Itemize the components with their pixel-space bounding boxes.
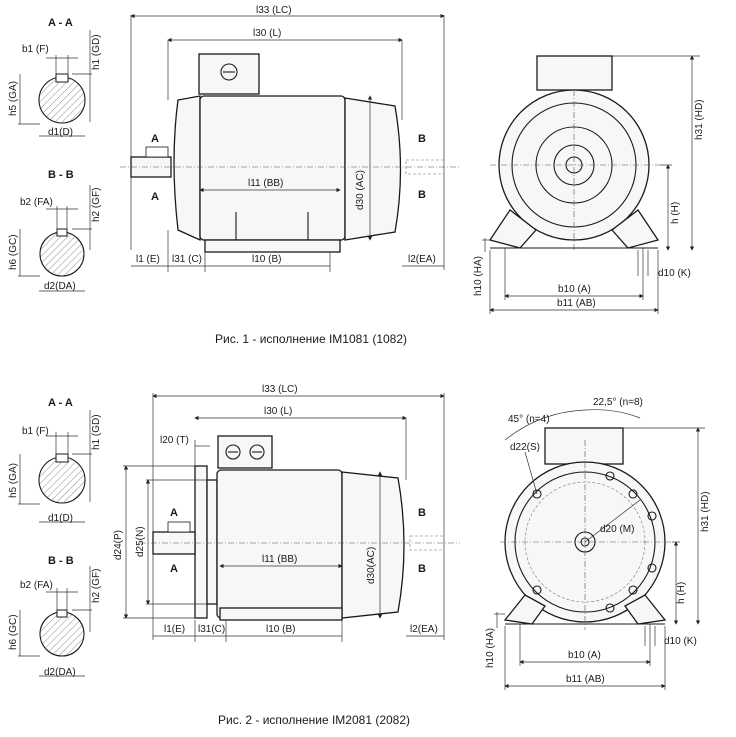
marker-b-top: B [418,133,426,145]
section-bb-1: B - B b2 (FA) h2 (GF) h6 (GC) d2(DA) [8,169,102,292]
label-l11-2: l11 (BB) [262,554,297,565]
marker-b-top-2: B [418,507,426,519]
section-bb-title-2: B - B [48,555,74,567]
label-angle22: 22,5° (n=8) [593,397,643,408]
label-b10: b10 (A) [558,284,591,295]
flange-2 [194,465,208,619]
front-view-1: h31 (HD) h (H) h10 (HA) b10 (A) b11 (AB)… [473,55,705,314]
label-d2: d2(DA) [44,281,76,292]
stator-body-2 [216,469,343,619]
label-d24: d24(P) [113,530,124,560]
label-b1-2: b1 (F) [22,426,49,437]
label-h1-2: h1 (GD) [91,414,102,450]
marker-a-bottom: A [151,191,159,203]
label-l31: l31 (C) [172,254,202,265]
fan-cover-1 [344,97,402,241]
stator-body-1 [199,95,346,241]
label-h1: h1 (GD) [91,34,102,70]
label-h31: h31 (HD) [694,99,705,140]
marker-b-bottom-2: B [418,563,426,575]
terminal-box-front-1 [536,55,613,91]
section-aa-2: A - A b1 (F) h1 (GD) h5 (GA) d1(D) [8,397,102,524]
label-h31-2: h31 (HD) [700,491,711,532]
foot-1 [204,239,341,253]
side-view-2: l33 (LC) l30 (L) l20 (T) [113,384,460,642]
marker-a-top-2: A [170,507,178,519]
marker-a-top: A [151,133,159,145]
label-d1-2: d1(D) [48,513,73,524]
label-h6-2: h6 (GC) [8,614,19,650]
key-a [55,73,69,83]
label-h10: h10 (HA) [473,256,484,296]
label-h5-2: h5 (GA) [8,463,19,498]
section-bb-2: B - B b2 (FA) h2 (GF) h6 (GC) d2(DA) [8,555,102,678]
terminal-box-front-2 [544,427,624,465]
terminal-box-1 [198,53,260,95]
label-d10-2: d10 (K) [664,636,697,647]
label-l2-2: l2(EA) [410,624,438,635]
label-h-2: h (H) [676,582,687,604]
label-d1: d1(D) [48,127,73,138]
label-l33: l33 (LC) [256,5,292,16]
label-l1: l1 (E) [136,254,160,265]
side-view-1: l33 (LC) l30 (L) A A [120,5,460,272]
end-shield-front-2 [206,479,218,605]
section-aa-1: A - A b1 (F) h1 (GD) h5 (GA) d1(D) [8,17,102,138]
label-h2: h2 (GF) [91,188,102,222]
label-l30: l30 (L) [253,28,281,39]
label-d30-2: d30(AC) [366,547,377,584]
label-b10-2: b10 (A) [568,650,601,661]
label-h2-2: h2 (GF) [91,569,102,603]
label-l33-2: l33 (LC) [262,384,298,395]
label-b11-2: b11 (AB) [566,674,605,685]
label-l31-2: l31(C) [198,624,225,635]
foot-2 [219,607,343,621]
label-b2-2: b2 (FA) [20,580,53,591]
terminal-box-2 [217,435,273,469]
flange-bolt-holes-2 [532,471,657,613]
fan-cover-2 [341,471,405,619]
section-aa-title: A - A [48,17,73,29]
label-d20: d20 (M) [600,524,634,535]
label-d2-2: d2(DA) [44,667,76,678]
label-h: h (H) [670,202,681,224]
front-view-2: d20 (M) 45° (n=4) 22,5° (n=8) d22(S) h31… [485,397,711,690]
shaft-section-a-2 [38,456,86,504]
shaft-section-a [38,76,86,124]
section-bb-title: B - B [48,169,74,181]
label-d22: d22(S) [510,442,540,453]
label-b2: b2 (FA) [20,197,53,208]
label-h10-2: h10 (HA) [485,628,496,668]
label-h5: h5 (GA) [8,81,19,116]
label-b1: b1 (F) [22,44,49,55]
shaft-section-b-2 [39,611,85,657]
label-d25: d25(N) [135,526,146,557]
label-h6: h6 (GC) [8,234,19,270]
label-l10: l10 (B) [252,254,281,265]
label-l20: l20 (T) [160,435,189,446]
end-shield-front-1 [173,95,201,242]
shaft-section-b [39,231,85,277]
label-d10: d10 (K) [658,268,691,279]
label-l2: l2(EA) [408,254,436,265]
label-angle45: 45° (n=4) [508,414,550,425]
marker-b-bottom: B [418,189,426,201]
caption-fig2: Рис. 2 - исполнение IM2081 (2082) [218,713,410,727]
label-l30-2: l30 (L) [264,406,292,417]
key-b [56,228,68,237]
caption-fig1: Рис. 1 - исполнение IM1081 (1082) [215,332,407,346]
label-l11: l11 (BB) [248,178,283,189]
marker-a-bottom-2: A [170,563,178,575]
section-aa-title-2: A - A [48,397,73,409]
label-l1-2: l1(E) [164,624,185,635]
label-l10-2: l10 (B) [266,624,295,635]
figure-2: A - A b1 (F) h1 (GD) h5 (GA) d1(D) B - B… [8,384,711,727]
label-d30: d30 (AC) [355,170,366,210]
figure-1: A - A b1 (F) h1 (GD) h5 (GA) d1(D) B - B… [8,5,705,346]
shaft-rear-2 [409,535,445,551]
label-b11: b11 (AB) [557,298,596,309]
